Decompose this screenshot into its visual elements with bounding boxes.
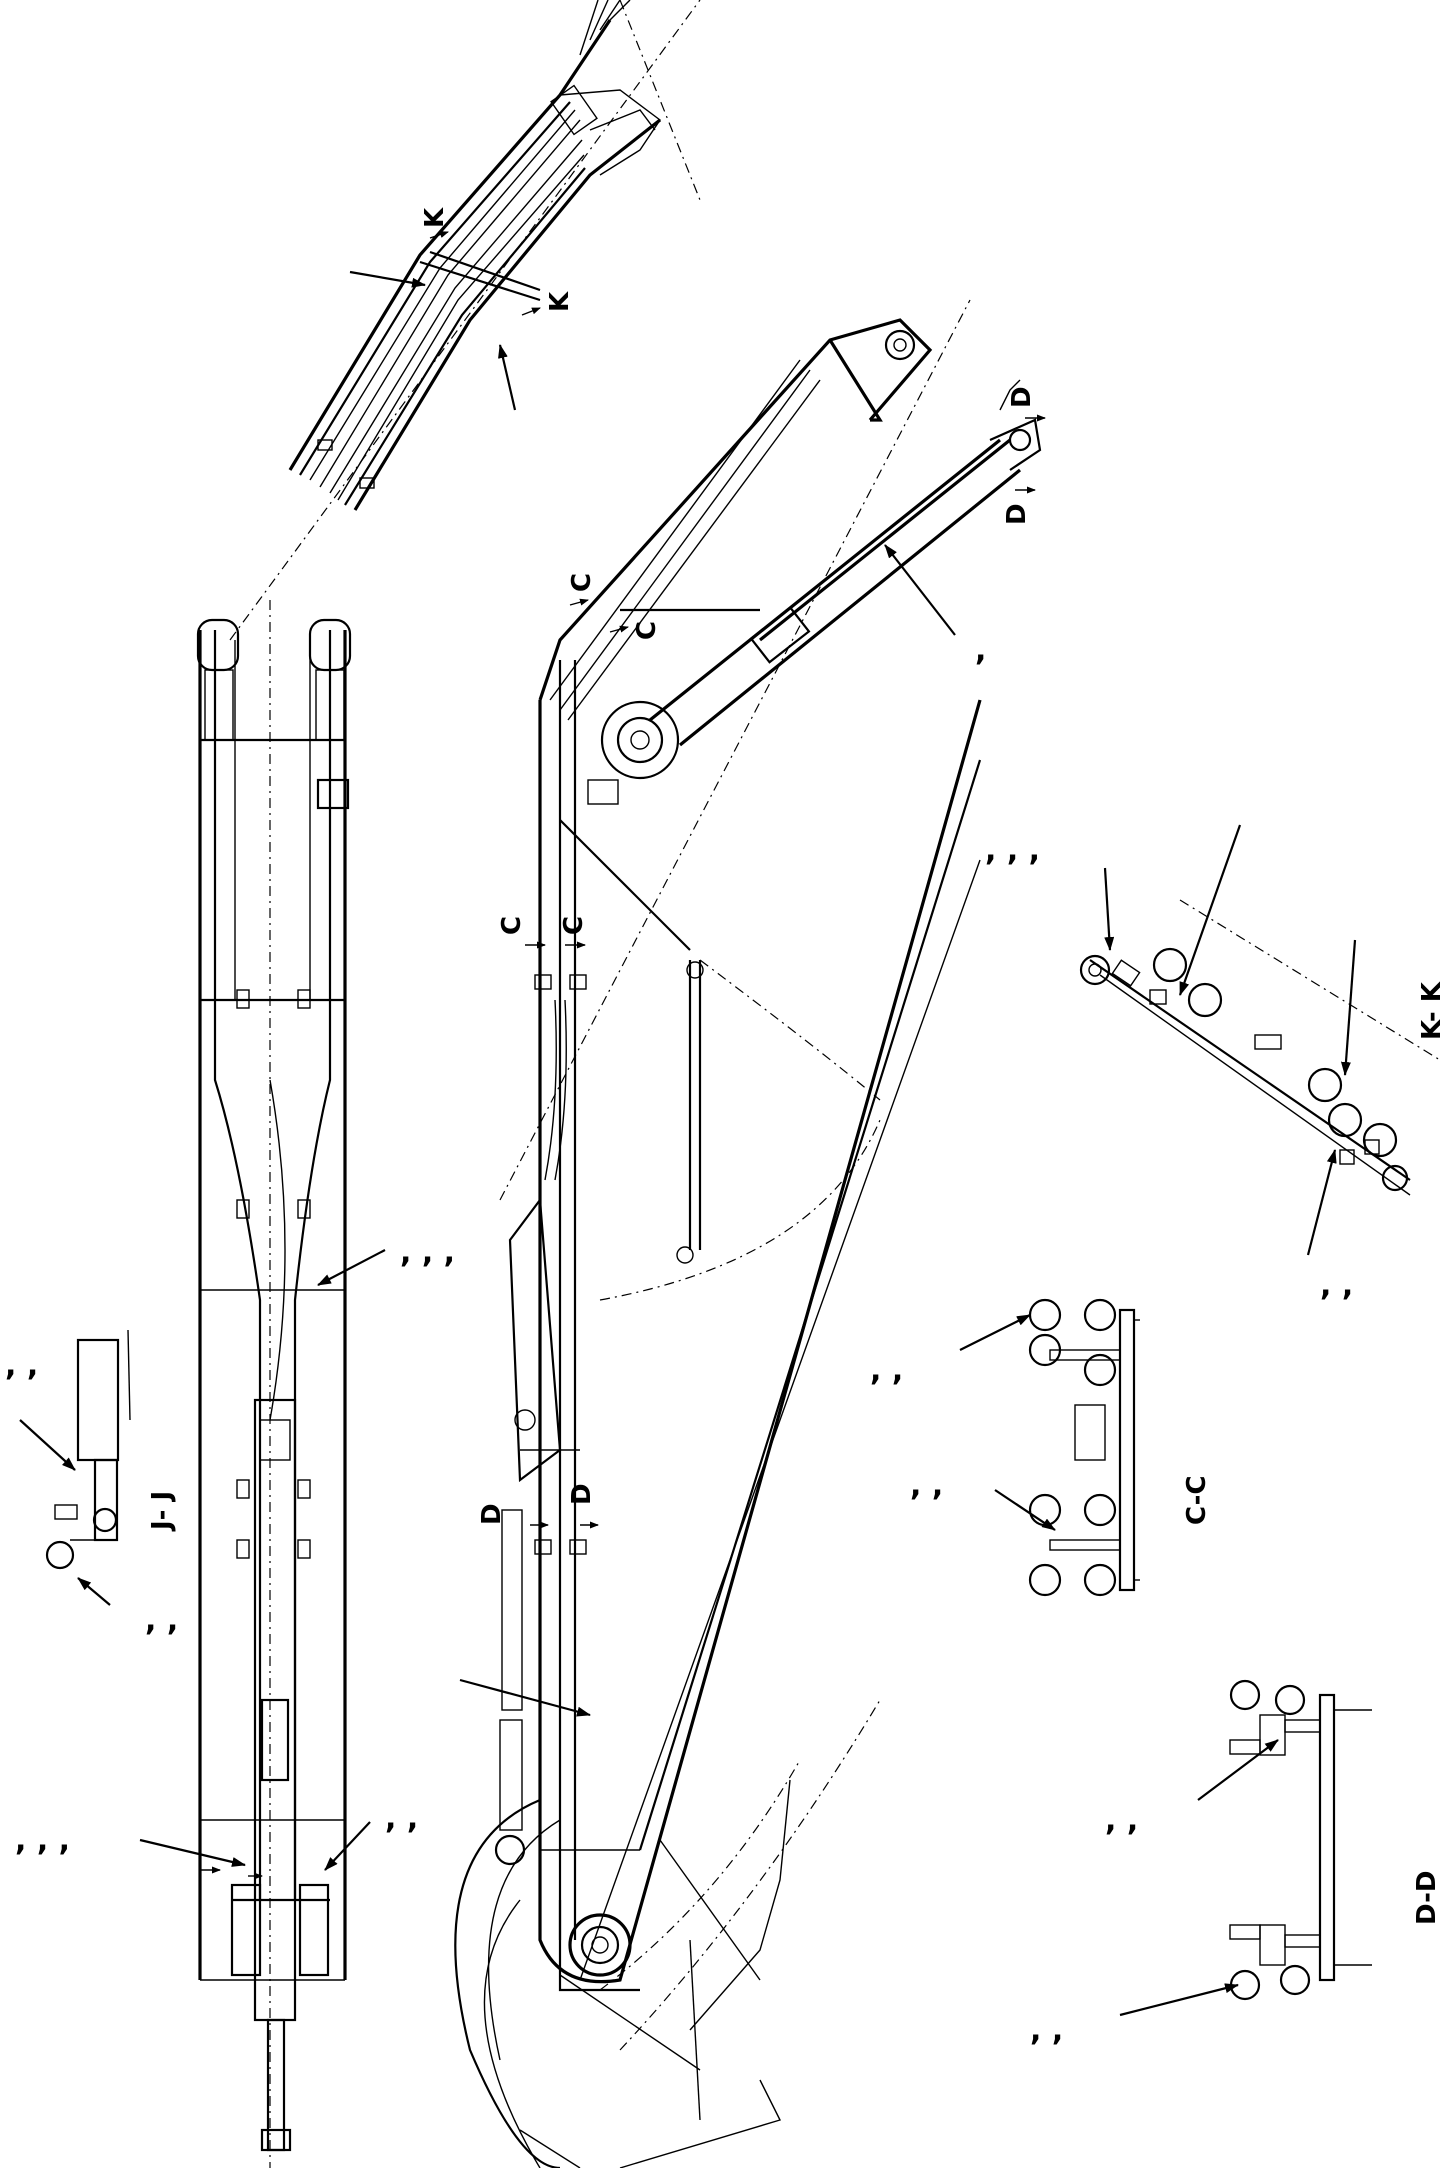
ref-mark: , , bbox=[1030, 2013, 1063, 2048]
leader-arrow bbox=[77, 1577, 111, 1606]
section-kk-detail bbox=[1079, 899, 1441, 1196]
ref-mark: , , , bbox=[15, 1823, 70, 1858]
leader-arrow bbox=[349, 270, 426, 288]
ref-mark: , , bbox=[870, 1353, 903, 1388]
ref-mark: , , bbox=[1320, 1268, 1353, 1303]
ref-mark: , , bbox=[385, 1801, 418, 1836]
cut-line-arrows bbox=[200, 231, 1046, 1880]
section-dd-detail bbox=[1229, 1679, 1372, 2001]
cut-marker-k-lower: K bbox=[545, 291, 575, 312]
leader-arrow bbox=[1119, 1983, 1239, 2017]
leader-arrow bbox=[1103, 867, 1115, 951]
section-label-cc: C-C bbox=[1182, 1475, 1212, 1525]
leader-arrow bbox=[959, 1314, 1031, 1351]
cut-marker-c-1: C bbox=[567, 573, 597, 592]
boom-plan-view bbox=[196, 600, 352, 2168]
ref-mark: , , bbox=[910, 1468, 943, 1503]
cut-marker-c-3: C bbox=[497, 916, 527, 935]
leader-arrow bbox=[498, 344, 517, 411]
leader-arrow bbox=[317, 1249, 386, 1286]
leader-arrow bbox=[1306, 1149, 1337, 1256]
ref-mark: , , bbox=[145, 1603, 178, 1638]
cut-marker-c-4: C bbox=[559, 916, 589, 935]
section-label-kk: K- K bbox=[1417, 981, 1445, 1040]
cut-marker-d-2: D bbox=[567, 1483, 597, 1505]
leader-arrow bbox=[1340, 939, 1357, 1076]
top-arm-detail bbox=[229, 0, 701, 641]
section-label-jj: J- J bbox=[147, 1491, 177, 1532]
cut-marker-d-4: D bbox=[1002, 503, 1032, 525]
ref-mark: , bbox=[975, 633, 986, 668]
cut-marker-k-upper: K bbox=[420, 207, 450, 228]
leader-arrow bbox=[884, 544, 956, 636]
leader-arrow bbox=[1197, 1739, 1279, 1801]
leader-arrow bbox=[19, 1419, 76, 1471]
ref-mark: , , bbox=[1105, 1803, 1138, 1838]
boom-side-view bbox=[454, 299, 1042, 2168]
cut-marker-d-3: D bbox=[1007, 386, 1037, 408]
section-label-dd: D-D bbox=[1412, 1871, 1442, 1925]
leader-arrow bbox=[139, 1838, 246, 1867]
ref-mark: , , , bbox=[400, 1235, 455, 1270]
leader-arrow bbox=[994, 1489, 1056, 1531]
leader-arrow bbox=[324, 1821, 371, 1871]
ref-mark: , , , bbox=[985, 833, 1040, 868]
section-jj-detail bbox=[45, 1329, 131, 1570]
leader-arrow bbox=[459, 1678, 591, 1717]
cut-marker-d-1: D bbox=[477, 1503, 507, 1525]
leader-arrow bbox=[1178, 824, 1242, 996]
section-cc-detail bbox=[1028, 1298, 1140, 1597]
ref-mark: , , bbox=[5, 1348, 38, 1383]
leader-arrows bbox=[19, 270, 1357, 2017]
cut-marker-c-2: C bbox=[632, 621, 662, 640]
